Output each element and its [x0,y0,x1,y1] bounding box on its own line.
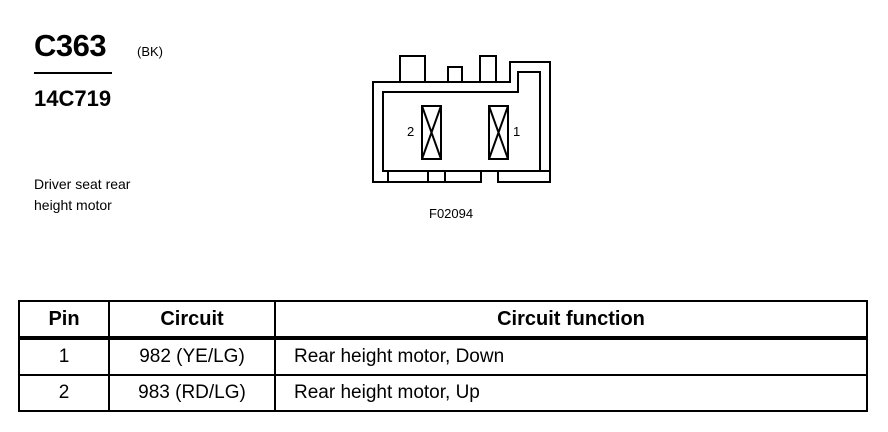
cell-pin: 1 [18,337,110,376]
description-line-1: Driver seat rear [34,176,131,192]
connector-tab-left [399,55,426,83]
connector-key-right [497,170,551,183]
pin-label-2: 2 [407,124,414,139]
header-circuit: Circuit [108,300,276,340]
cell-circuit: 982 (YE/LG) [108,337,276,376]
connector-tab-middle [447,66,463,83]
connector-face-diagram: 2 1 [372,55,551,183]
table-row: 2 983 (RD/LG) Rear height motor, Up [18,374,868,412]
connector-key-middle [444,170,482,183]
cell-circuit-function: Rear height motor, Up [274,374,868,412]
connector-description: Driver seat rear height motor [34,174,234,216]
cell-circuit: 983 (RD/LG) [108,374,276,412]
table-row: 1 982 (YE/LG) Rear height motor, Down [18,337,868,376]
table-header-row: Pin Circuit Circuit function [18,300,868,340]
connector-inner-body [382,71,541,172]
connector-id: C363 [34,28,107,63]
pin-table: Pin Circuit Circuit function 1 982 (YE/L… [18,300,868,412]
header-circuit-function: Circuit function [274,300,868,340]
cell-pin: 2 [18,374,110,412]
pin-cavity-2 [421,105,442,160]
header-pin: Pin [18,300,110,340]
figure-id: F02094 [429,206,474,221]
connector-color-code: (BK) [137,44,163,59]
pin-label-1: 1 [513,124,520,139]
part-number: 14C719 [34,86,112,111]
connector-id-underline [34,72,112,74]
pin-cavity-1 [488,105,509,160]
description-line-2: height motor [34,197,112,213]
connector-tab-right [479,55,497,83]
cell-circuit-function: Rear height motor, Down [274,337,868,376]
connector-key-left [387,170,429,183]
